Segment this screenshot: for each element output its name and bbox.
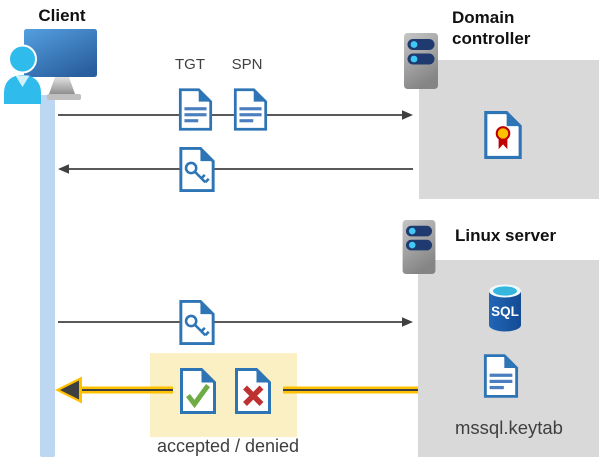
workstation-user-icon	[4, 29, 97, 104]
keytab-filename-label: mssql.keytab	[455, 417, 563, 438]
arrow-client-to-dc	[58, 110, 413, 120]
result-highlight-box	[150, 353, 297, 437]
domain-controller-label: Domain controller	[452, 8, 531, 48]
key-document-icon	[179, 299, 215, 346]
spn-label: SPN	[231, 56, 263, 73]
accepted-check-document-icon	[180, 368, 216, 414]
accepted-denied-label: accepted / denied	[156, 436, 300, 456]
arrow-dc-to-client	[58, 164, 413, 174]
linux-server-label: Linux server	[455, 226, 557, 245]
denied-cross-document-icon	[235, 368, 271, 414]
tgt-document-icon	[178, 88, 213, 131]
spn-document-icon	[233, 88, 268, 131]
sql-label: SQL	[491, 304, 519, 319]
sql-database-icon: SQL	[489, 284, 521, 332]
key-document-icon	[179, 146, 215, 193]
arrow-client-to-linux	[58, 317, 413, 327]
keytab-document-icon	[483, 354, 519, 398]
certificate-document-icon	[484, 111, 522, 159]
domain-controller-server-icon	[404, 33, 438, 89]
client-label: Client	[38, 6, 86, 25]
client-timeline-bar	[40, 95, 55, 457]
tgt-label: TGT	[175, 56, 205, 73]
linux-server-icon	[402, 219, 436, 275]
